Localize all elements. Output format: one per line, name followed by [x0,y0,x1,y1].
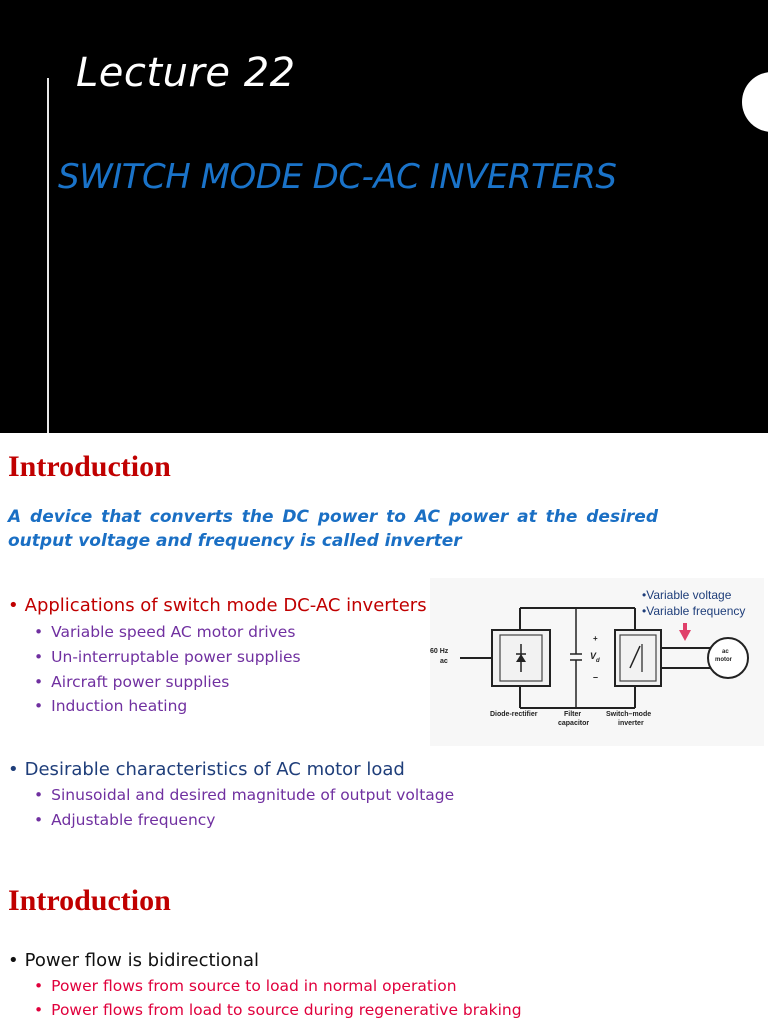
characteristics-label: Desirable characteristics of AC motor lo… [24,759,405,780]
input-label: 60 Hz [430,648,449,655]
intro-heading-2: Introduction [8,884,171,917]
intro-heading: Introduction [8,450,171,483]
variable-frequency-note: •Variable frequency [642,604,746,618]
characteristics-bullet: •Desirable characteristics of AC motor l… [8,759,405,780]
power-flow-bullet: •Power flow is bidirectional [8,950,260,971]
decorative-circle [742,72,768,132]
inverter-definition: A device that converts the DC power to A… [8,507,658,551]
input-label-ac: ac [440,658,448,665]
list-item: •Un-interruptable power supplies [34,648,301,666]
rectifier-label: Diode-rectifier [490,711,538,718]
motor-label: ac [722,649,729,655]
list-item: •Sinusoidal and desired magnitude of out… [34,786,455,804]
inverter-block-diagram: •Variable voltage •Variable frequency 60… [430,578,764,746]
list-item: •Variable speed AC motor drives [34,623,296,641]
title-slide: Lecture 22 SWITCH MODE DC-AC INVERTERS [0,0,768,433]
list-item: •Aircraft power supplies [34,673,230,691]
lecture-subtitle: SWITCH MODE DC-AC INVERTERS [58,157,617,197]
motor-label-2: motor [715,657,732,663]
inverter-label: Switch–mode [606,711,652,718]
list-item: •Adjustable frequency [34,811,216,829]
list-item: •Power flows from load to source during … [34,1001,522,1019]
minus-sign: – [593,672,599,682]
circuit-schematic [430,578,764,746]
lecture-title: Lecture 22 [76,50,296,96]
vd-label: Vd [590,651,600,664]
decorative-divider [47,78,49,433]
plus-sign: + [593,634,598,643]
power-flow-label: Power flow is bidirectional [24,950,260,971]
filter-label-2: capacitor [558,720,590,727]
inverter-label-2: inverter [618,720,644,727]
filter-label: Filter [564,711,582,718]
list-item: •Induction heating [34,697,188,715]
applications-label: Applications of switch mode DC-AC invert… [24,595,427,616]
variable-voltage-note: •Variable voltage [642,588,732,602]
list-item: •Power flows from source to load in norm… [34,977,457,995]
applications-bullet: •Applications of switch mode DC-AC inver… [8,595,427,616]
